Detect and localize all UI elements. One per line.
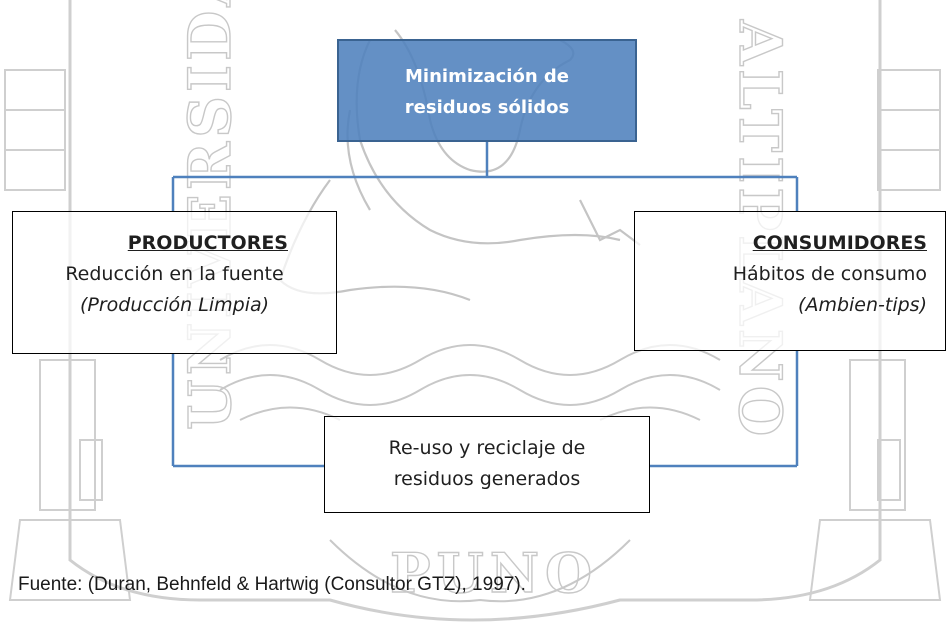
consumidores-subtitle: Hábitos de consumo — [732, 263, 927, 285]
productores-box: PRODUCTORES Reducción en la fuente (Prod… — [12, 211, 337, 354]
watermark-text-bottom: PUNO — [390, 541, 598, 605]
minimizacion-line2: residuos sólidos — [404, 97, 570, 118]
reuso-line2: residuos generados — [393, 468, 581, 490]
productores-subtitle: Reducción en la fuente — [65, 263, 284, 285]
consumidores-title: CONSUMIDORES — [752, 232, 927, 254]
right-pillar-watermark — [808, 69, 942, 601]
productores-title: PRODUCTORES — [127, 232, 288, 254]
left-pillar-watermark — [4, 69, 132, 601]
consumidores-note: (Ambien-tips) — [798, 294, 927, 316]
waves-watermark — [219, 344, 721, 603]
minimizacion-box: Minimización de residuos sólidos — [337, 39, 637, 142]
consumidores-box: CONSUMIDORES Hábitos de consumo (Ambien-… — [634, 211, 946, 351]
productores-note: (Producción Limpia) — [79, 294, 270, 316]
reuso-line1: Re-uso y reciclaje de — [388, 437, 586, 459]
reuso-box: Re-uso y reciclaje de residuos generados — [324, 416, 650, 513]
minimizacion-line1: Minimización de — [405, 66, 569, 87]
source-caption: Fuente: (Duran, Behnfeld & Hartwig (Cons… — [18, 574, 526, 595]
